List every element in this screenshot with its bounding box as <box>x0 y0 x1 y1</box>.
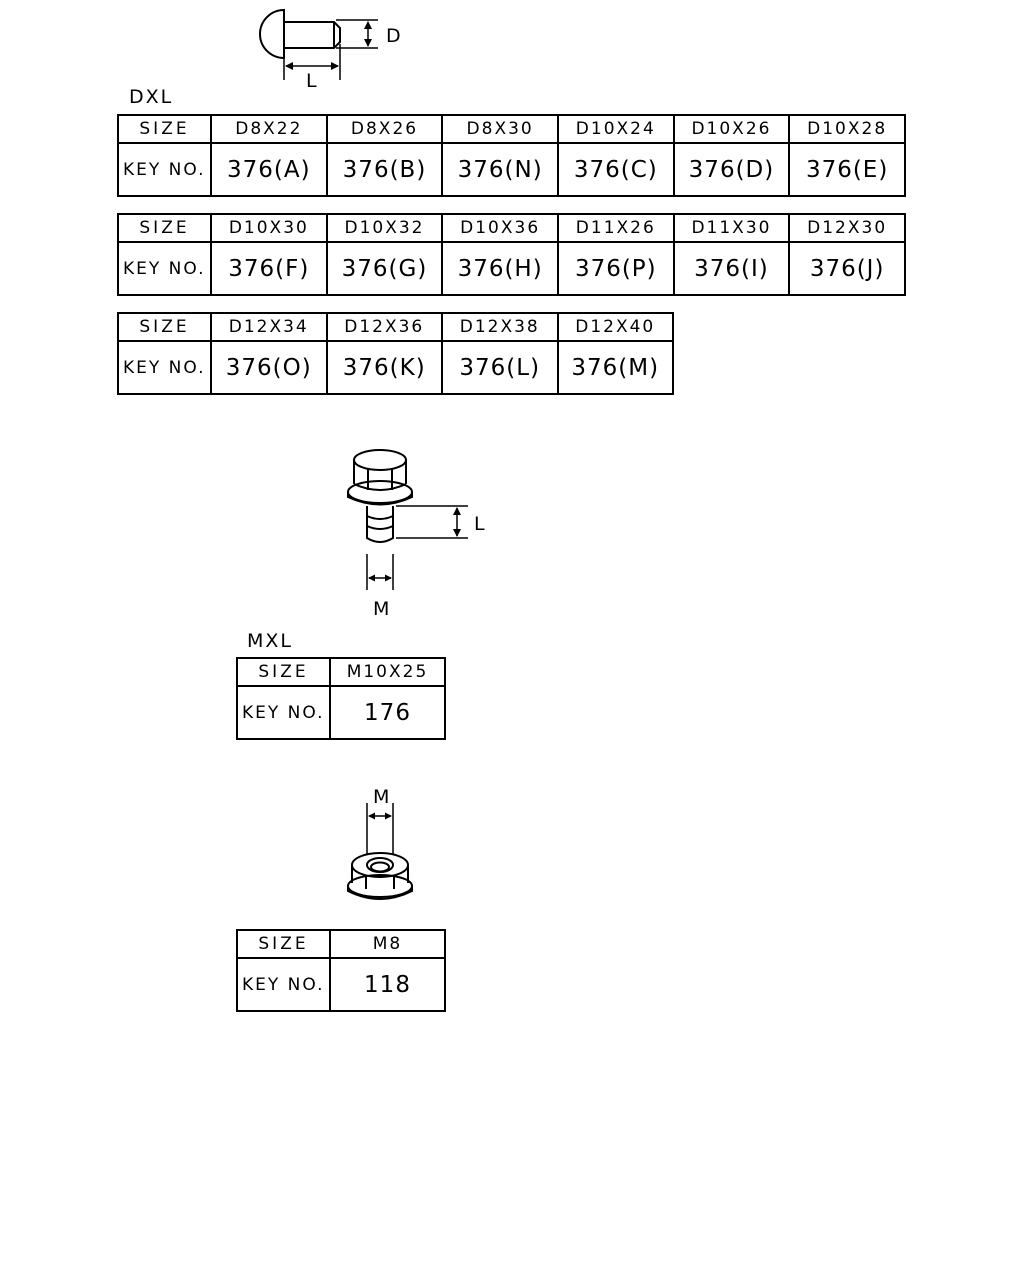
table-row: KEY NO. 376(O) 376(K) 376(L) 376(M) <box>117 340 674 395</box>
rivet-table-3: SIZE D12X34 D12X36 D12X38 D12X40 KEY NO.… <box>117 312 674 395</box>
size-cell: D10X24 <box>556 114 675 144</box>
table-row: KEY NO. 118 <box>236 957 446 1012</box>
nut-table: SIZE M8 KEY NO. 118 <box>236 929 446 1012</box>
bolt-group-label: MXL <box>247 630 293 652</box>
table-row: KEY NO. 376(F) 376(G) 376(H) 376(P) 376(… <box>117 241 906 296</box>
size-cell: D12X34 <box>210 312 328 342</box>
key-cell: 376(O) <box>210 340 328 395</box>
key-no-header: KEY NO. <box>236 685 331 740</box>
key-cell: 376(M) <box>556 340 674 395</box>
table-row: SIZE D12X34 D12X36 D12X38 D12X40 <box>117 312 674 342</box>
table-row: KEY NO. 176 <box>236 685 446 740</box>
table-row: KEY NO. 376(A) 376(B) 376(N) 376(C) 376(… <box>117 142 906 197</box>
key-cell: 376(C) <box>556 142 675 197</box>
key-no-header: KEY NO. <box>117 142 212 197</box>
key-cell: 376(A) <box>210 142 328 197</box>
key-no-header: KEY NO. <box>236 957 331 1012</box>
size-cell: D10X30 <box>210 213 328 243</box>
rivet-group-label: DXL <box>129 86 174 108</box>
size-cell: D11X26 <box>556 213 675 243</box>
table-row: SIZE M8 <box>236 929 446 959</box>
size-cell: M8 <box>329 929 446 959</box>
bolt-dim-l-label: L <box>474 513 487 535</box>
size-cell: D10X26 <box>672 114 791 144</box>
flange-bolt-drawing <box>347 449 468 590</box>
key-cell: 376(B) <box>325 142 444 197</box>
size-cell: D12X40 <box>556 312 674 342</box>
size-cell: D12X38 <box>441 312 559 342</box>
key-cell: 376(H) <box>441 241 559 296</box>
key-cell: 376(P) <box>556 241 675 296</box>
table-row: SIZE D10X30 D10X32 D10X36 D11X26 D11X30 … <box>117 213 906 243</box>
bolt-dim-m-label: M <box>373 598 392 620</box>
rivet-table-1: SIZE D8X22 D8X26 D8X30 D10X24 D10X26 D10… <box>117 114 906 197</box>
bolt-table: SIZE M10X25 KEY NO. 176 <box>236 657 446 740</box>
size-header: SIZE <box>236 657 331 687</box>
table-row: SIZE D8X22 D8X26 D8X30 D10X24 D10X26 D10… <box>117 114 906 144</box>
key-cell: 376(E) <box>788 142 906 197</box>
size-header: SIZE <box>236 929 331 959</box>
key-cell: 376(I) <box>672 241 791 296</box>
size-cell: M10X25 <box>329 657 446 687</box>
size-header: SIZE <box>117 213 212 243</box>
key-cell: 376(K) <box>325 340 443 395</box>
size-cell: D12X36 <box>325 312 443 342</box>
size-cell: D10X32 <box>325 213 444 243</box>
flange-nut-drawing <box>347 803 413 900</box>
key-cell: 376(G) <box>325 241 444 296</box>
key-cell: 376(F) <box>210 241 328 296</box>
rivet-drawing <box>259 8 378 80</box>
size-cell: D8X30 <box>441 114 559 144</box>
key-cell: 376(N) <box>441 142 559 197</box>
nut-dim-m-label: M <box>373 786 392 808</box>
rivet-dim-l-label: L <box>306 70 319 92</box>
size-cell: D11X30 <box>672 213 791 243</box>
size-header: SIZE <box>117 114 212 144</box>
rivet-dim-d-label: D <box>386 25 403 47</box>
key-cell: 376(L) <box>441 340 559 395</box>
size-cell: D10X28 <box>788 114 906 144</box>
key-cell: 376(D) <box>672 142 791 197</box>
rivet-table-2: SIZE D10X30 D10X32 D10X36 D11X26 D11X30 … <box>117 213 906 296</box>
key-cell: 376(J) <box>788 241 906 296</box>
key-cell: 118 <box>329 957 446 1012</box>
size-cell: D8X22 <box>210 114 328 144</box>
key-no-header: KEY NO. <box>117 340 212 395</box>
key-no-header: KEY NO. <box>117 241 212 296</box>
table-row: SIZE M10X25 <box>236 657 446 687</box>
size-cell: D10X36 <box>441 213 559 243</box>
size-cell: D12X30 <box>788 213 906 243</box>
size-cell: D8X26 <box>325 114 444 144</box>
key-cell: 176 <box>329 685 446 740</box>
size-header: SIZE <box>117 312 212 342</box>
